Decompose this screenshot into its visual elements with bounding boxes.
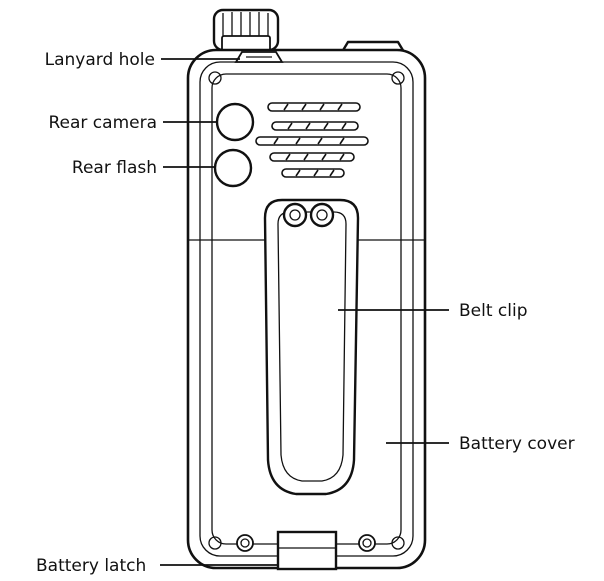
label-battery-cover: Battery cover [459, 434, 575, 454]
rear-flash [213, 148, 253, 188]
antenna-knob [212, 8, 280, 53]
label-lanyard-hole: Lanyard hole [45, 50, 155, 70]
lanyard-hole [234, 51, 284, 63]
speaker-grille [255, 102, 369, 178]
bottom-screws [236, 534, 376, 552]
rear-camera [215, 102, 255, 142]
belt-clip [263, 198, 360, 496]
label-rear-camera: Rear camera [48, 113, 157, 133]
battery-latch [276, 530, 338, 571]
label-belt-clip: Belt clip [459, 301, 528, 321]
label-rear-flash: Rear flash [72, 158, 157, 178]
top-button [340, 40, 406, 53]
label-battery-latch: Battery latch [36, 556, 146, 576]
corner-screws [208, 71, 405, 550]
